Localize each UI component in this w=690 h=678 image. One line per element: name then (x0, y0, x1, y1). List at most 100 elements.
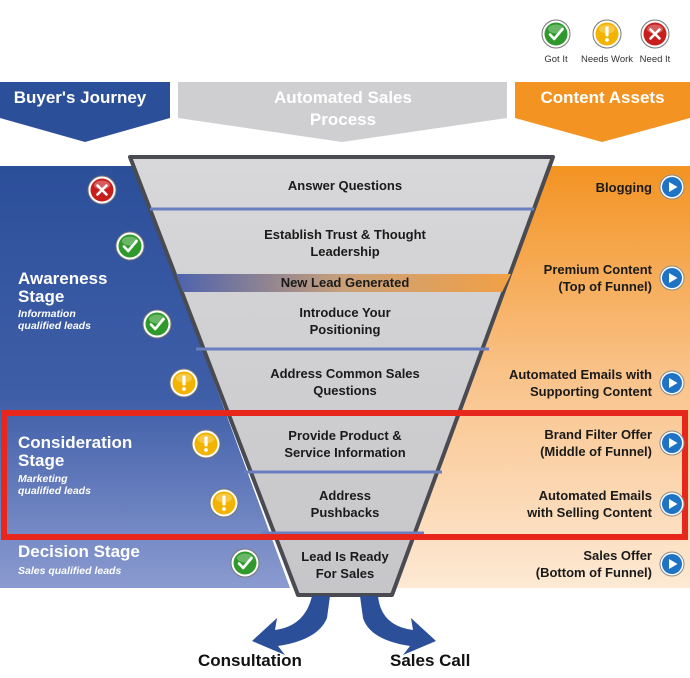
stage-awareness-title-line1: Awareness (18, 269, 108, 288)
check-icon (541, 19, 571, 49)
funnel-step-line2: Positioning (309, 322, 381, 337)
funnel-step-line2: Service Information (284, 445, 406, 460)
funnel-step-line2: Leadership (310, 244, 380, 259)
exclamation-icon (169, 368, 199, 398)
content-asset-line2: with Selling Content (527, 505, 652, 520)
header-automated-sales-process: Automated Sales Process (178, 87, 508, 131)
stage-awareness-sub: Information qualified leads (18, 308, 91, 332)
content-asset: Sales Offer (Bottom of Funnel) (422, 547, 652, 581)
stage-consideration-title-line1: Consideration (18, 433, 133, 452)
content-asset-line1: Premium Content (543, 262, 652, 277)
outcome-sales-call: Sales Call (390, 651, 471, 670)
funnel-step-line1: Introduce Your (299, 305, 391, 320)
stage-consideration-title: Consideration Stage (18, 434, 132, 470)
stage-awareness-sub-line1: Information (18, 308, 76, 320)
step-status-got (115, 231, 145, 266)
legend-badge-need (640, 19, 670, 54)
header-middle-line1: Automated Sales (274, 88, 412, 107)
funnel-step-line2: Questions (313, 383, 377, 398)
legend-label: Got It (544, 54, 568, 65)
exclamation-icon (209, 488, 239, 518)
content-asset-line2: (Top of Funnel) (558, 279, 652, 294)
legend-badge-needs (592, 19, 622, 54)
exclamation-icon (191, 429, 221, 459)
funnel-step-line1: Address (318, 488, 372, 503)
play-icon[interactable] (659, 430, 685, 456)
funnel-body (128, 155, 555, 597)
content-asset: Premium Content (Top of Funnel) (422, 261, 652, 295)
left-column (0, 166, 290, 588)
funnel-step-line1: New Lead Generated (280, 275, 410, 290)
step-status-needs (191, 429, 221, 464)
content-asset: Brand Filter Offer (Middle of Funnel) (422, 426, 652, 460)
content-asset-line2: (Bottom of Funnel) (535, 565, 652, 580)
stage-decision-sub: Sales qualified leads (18, 565, 122, 577)
exclamation-icon (592, 19, 622, 49)
content-asset-line1: Automated Emails (538, 488, 652, 503)
header-content-assets: Content Assets (540, 88, 665, 107)
funnel-step-line1: Answer Questions (287, 178, 403, 193)
x-icon (87, 175, 117, 205)
header-left-banner (0, 82, 170, 142)
x-icon (640, 19, 670, 49)
stage-consideration-sub-line2: qualified leads (18, 485, 91, 497)
step-status-got (230, 548, 260, 583)
step-status-need (87, 175, 117, 210)
stage-awareness-title: Awareness Stage (18, 270, 107, 306)
funnel-step: Answer Questions (200, 177, 490, 194)
header-middle-line2: Process (309, 110, 377, 129)
step-status-got (142, 309, 172, 344)
content-asset: Blogging (422, 179, 652, 196)
highlight-box (1, 410, 688, 540)
stage-awareness-sub-line2: qualified leads (18, 320, 91, 332)
funnel-step-line1: Provide Product & (288, 428, 402, 443)
check-icon (230, 548, 260, 578)
header-buyers-journey: Buyer's Journey (13, 88, 147, 107)
stage-awareness-title-line2: Stage (18, 287, 65, 306)
content-asset: Automated Emails with Selling Content (422, 487, 652, 521)
new-lead-band (176, 274, 511, 292)
stage-consideration-sub: Marketing qualified leads (18, 473, 91, 497)
outcome-arrows (252, 596, 436, 655)
play-icon[interactable] (659, 174, 685, 200)
step-status-needs (169, 368, 199, 403)
funnel-step-line1: Establish Trust & Thought (264, 227, 426, 242)
funnel-step-line1: Lead Is Ready (301, 549, 389, 564)
funnel-step: New Lead Generated (200, 274, 490, 291)
play-icon[interactable] (659, 265, 685, 291)
funnel-step-line1: Address Common Sales (270, 366, 420, 381)
content-asset-line2: (Middle of Funnel) (540, 444, 652, 459)
legend-label: Needs Work (580, 54, 634, 65)
step-status-needs (209, 488, 239, 523)
stage-consideration-title-line2: Stage (18, 451, 65, 470)
header-right-banner (515, 82, 690, 142)
content-asset-line2: Supporting Content (529, 384, 652, 399)
content-asset-line1: Sales Offer (583, 548, 652, 563)
right-column (395, 166, 690, 588)
content-asset-line1: Brand Filter Offer (544, 427, 652, 442)
funnel-step-line2: Pushbacks (310, 505, 380, 520)
funnel-step: Provide Product & Service Information (200, 427, 490, 461)
content-asset-line1: Blogging (595, 179, 652, 195)
play-icon[interactable] (659, 551, 685, 577)
legend-badge-got (541, 19, 571, 54)
header-middle-banner (178, 82, 507, 142)
play-icon[interactable] (659, 370, 685, 396)
content-asset-line1: Automated Emails with (508, 367, 652, 382)
check-icon (142, 309, 172, 339)
legend-label: Need It (639, 54, 671, 65)
outcome-consultation: Consultation (198, 651, 302, 670)
check-icon (115, 231, 145, 261)
stage-consideration-sub-line1: Marketing (18, 473, 68, 485)
play-icon[interactable] (659, 491, 685, 517)
stage-decision-title: Decision Stage (18, 542, 140, 561)
funnel-step-line2: For Sales (315, 566, 375, 581)
